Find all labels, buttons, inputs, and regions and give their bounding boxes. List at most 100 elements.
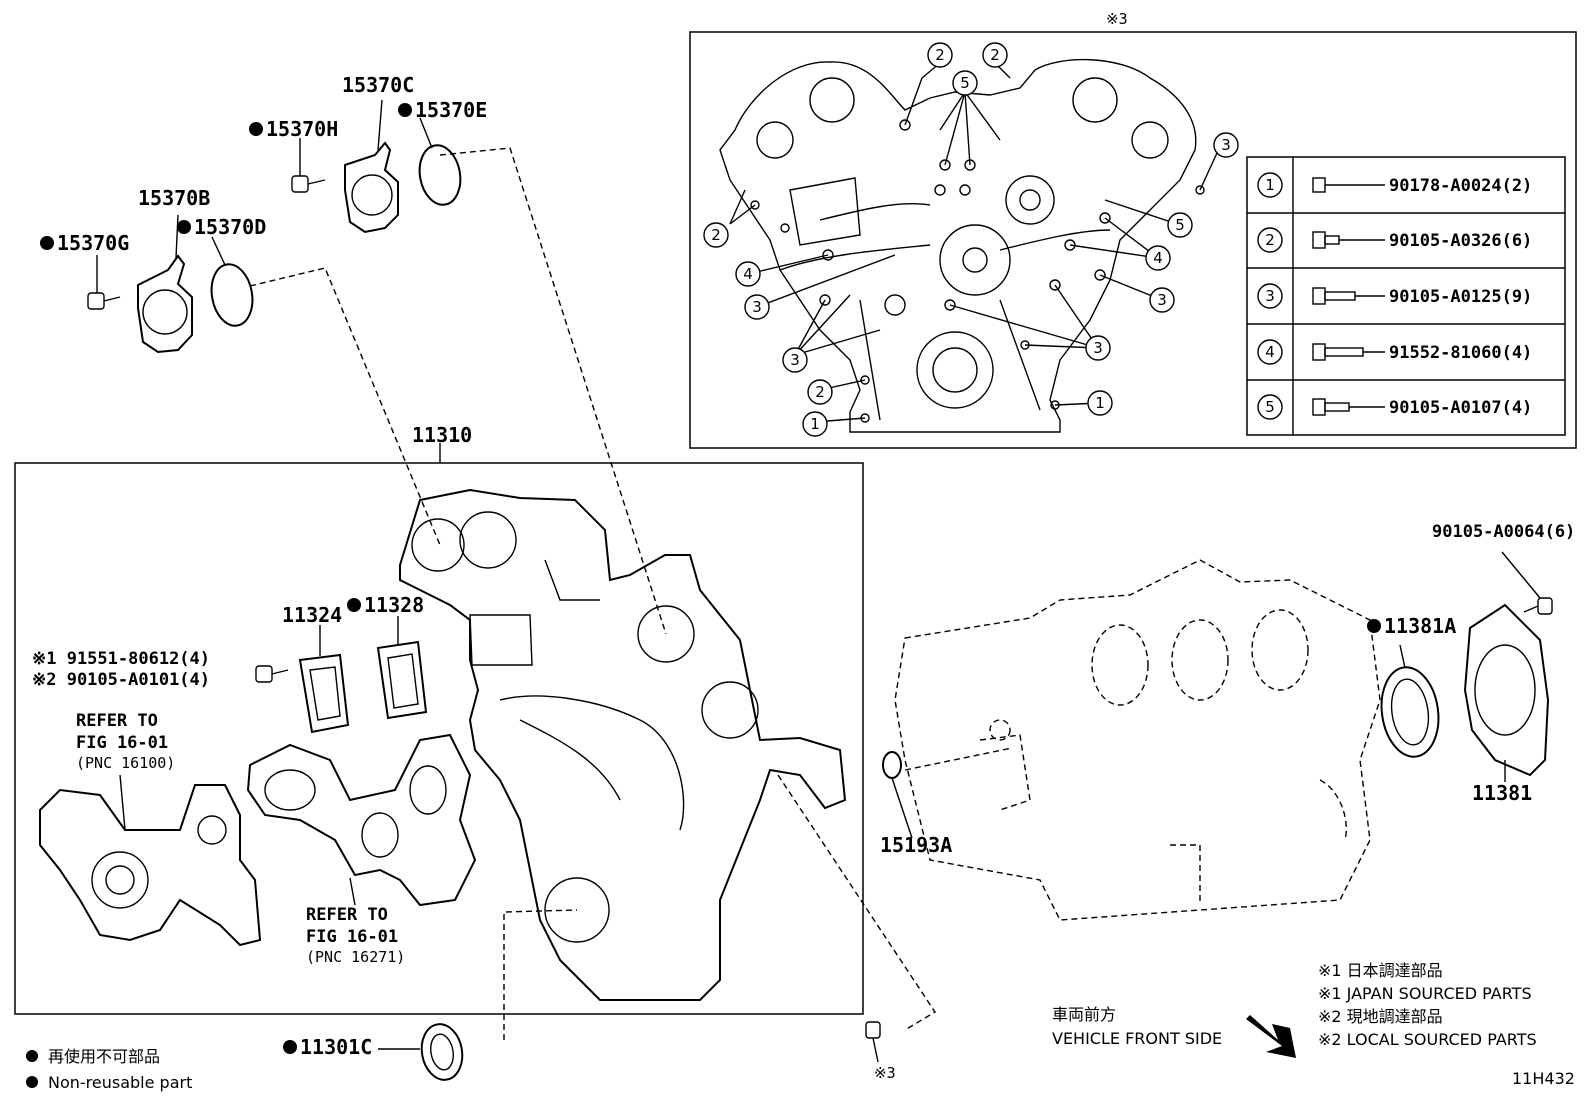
inset-callout-1b: 1: [1087, 390, 1113, 416]
inset-callout-3c: 3: [782, 347, 808, 373]
inset-callout-2c: 2: [703, 222, 729, 248]
non-reusable-dot: [26, 1076, 38, 1088]
svg-text:3: 3: [1265, 287, 1275, 305]
oil-seal-11301c-icon: [378, 1023, 464, 1081]
inset-callout-1a: 1: [802, 411, 828, 437]
cylinder-block-icon: [894, 559, 1381, 921]
inset-callout-5b: 5: [1167, 212, 1193, 238]
vehicle-front-arrow-icon: [1246, 1015, 1296, 1058]
alignment-dashed-lines: [249, 147, 1013, 1040]
note1-jp: ※1 日本調達部品: [1318, 961, 1443, 980]
label-11301c: 11301C: [300, 1035, 372, 1059]
bolt-h-icon: [291, 138, 326, 193]
seal-retainer-11381-icon: [1463, 603, 1550, 782]
timing-cover-assembly-box: [14, 443, 864, 1015]
label-15370h: 15370H: [266, 117, 338, 141]
svg-text:4: 4: [1265, 343, 1275, 361]
label-bolt-90105-a0101: ※2 90105-A0101(4): [32, 670, 210, 690]
label-bolt-ref3: ※3: [874, 1064, 896, 1082]
bolt-short-icon: [1312, 177, 1385, 193]
figure-code: 11H432: [1512, 1069, 1575, 1088]
non-reusable-dot: [26, 1050, 38, 1062]
water-pump-gasket-icon: [246, 733, 477, 907]
non-reusable-dot: [283, 1040, 297, 1054]
refer-pump-line2: FIG 16-01: [76, 733, 168, 753]
non-reusable-dot: [398, 103, 412, 117]
bolt-medium-icon: [1312, 398, 1385, 416]
svg-text:3: 3: [790, 351, 800, 369]
svg-text:2: 2: [990, 46, 1000, 64]
bolt-ref3-icon: [865, 1021, 881, 1063]
label-bolt-91551: ※1 91551-80612(4): [32, 649, 210, 669]
note1-en: ※1 JAPAN SOURCED PARTS: [1318, 984, 1532, 1003]
legend-part-4: 91552-81060(4): [1389, 343, 1532, 363]
svg-text:1: 1: [1095, 394, 1105, 412]
refer-pump-line3: (PNC 16100): [76, 754, 175, 772]
refer-gasket-line1: REFER TO: [306, 905, 388, 925]
inset-engine-front-icon: [719, 58, 1205, 433]
bolt-legend-table: 1 90178-A0024(2) 2 90105-A0326(6) 3 9010…: [1246, 156, 1566, 436]
inset-panel: ※3: [689, 10, 1577, 449]
plug-15193a-icon: [882, 751, 913, 839]
inlet-housing-c-icon: [344, 99, 399, 234]
label-15370d: 15370D: [194, 215, 266, 239]
svg-text:3: 3: [1093, 339, 1103, 357]
part-labels: 15370C 15370E 15370H 15370B 15370D 15370…: [32, 73, 1575, 1082]
bolt-xlong-icon: [1312, 343, 1385, 361]
label-11324: 11324: [282, 603, 342, 627]
inset-callout-3b: 3: [744, 294, 770, 320]
legend-part-5: 90105-A0107(4): [1389, 398, 1532, 418]
inset-callout-4a: 4: [735, 261, 761, 287]
water-inlet-parts: [87, 99, 462, 354]
svg-text:5: 5: [1175, 216, 1185, 234]
inlet-housing-b-icon: [137, 214, 193, 354]
label-11381a: 11381A: [1384, 614, 1456, 638]
svg-text:2: 2: [815, 383, 825, 401]
water-pump-icon: [39, 774, 262, 947]
notes: 車両前方 VEHICLE FRONT SIDE ※1 日本調達部品 ※1 JAP…: [26, 961, 1575, 1092]
legend-nonreuse-en: Non-reusable part: [48, 1073, 192, 1092]
non-reusable-dot: [40, 236, 54, 250]
label-90105-a0064: 90105-A0064(6): [1432, 522, 1575, 542]
svg-text:1: 1: [810, 415, 820, 433]
inset-callout-3a: 3: [1213, 132, 1239, 158]
note2-jp: ※2 現地調達部品: [1318, 1007, 1443, 1026]
svg-text:3: 3: [1157, 291, 1167, 309]
svg-text:2: 2: [1265, 231, 1275, 249]
legend-part-3: 90105-A0125(9): [1389, 287, 1532, 307]
svg-text:2: 2: [711, 226, 721, 244]
non-reusable-dot: [1367, 619, 1381, 633]
non-reusable-dot: [249, 122, 263, 136]
vehicle-front-en: VEHICLE FRONT SIDE: [1052, 1029, 1222, 1048]
oring-d-icon: [210, 236, 254, 327]
inset-callout-4b: 4: [1145, 245, 1171, 271]
refer-pump-line1: REFER TO: [76, 711, 158, 731]
bolt-91551-icon: [255, 665, 289, 683]
legend-row-1: 1 90178-A0024(2): [1257, 172, 1532, 198]
label-11310: 11310: [412, 423, 472, 447]
inset-callout-2d: 2: [807, 379, 833, 405]
note2-en: ※2 LOCAL SOURCED PARTS: [1318, 1030, 1537, 1049]
bolt-flange-icon: [1312, 231, 1385, 249]
legend-part-2: 90105-A0326(6): [1389, 231, 1532, 251]
label-11328: 11328: [364, 593, 424, 617]
refer-gasket-line3: (PNC 16271): [306, 948, 405, 966]
svg-text:4: 4: [743, 265, 753, 283]
bolt-a0064-icon: [1501, 551, 1553, 615]
oring-e-icon: [418, 117, 462, 206]
non-reusable-dot: [177, 220, 191, 234]
svg-text:5: 5: [1265, 398, 1275, 416]
non-reusable-dot: [347, 598, 361, 612]
gasket-11324-icon: [298, 625, 350, 734]
svg-text:4: 4: [1153, 249, 1163, 267]
svg-text:3: 3: [752, 298, 762, 316]
rear-oil-seal-11381a-icon: [1380, 644, 1440, 758]
label-15370c: 15370C: [342, 73, 414, 97]
inset-title: ※3: [1106, 10, 1128, 28]
bolt-long-icon: [1312, 287, 1385, 305]
bolt-g-icon: [87, 255, 121, 310]
timing-cover-icon: [399, 488, 847, 1001]
inset-callout-3d: 3: [1149, 287, 1175, 313]
label-15193a: 15193A: [880, 833, 952, 857]
legend-nonreuse-jp: 再使用不可部品: [48, 1047, 160, 1066]
